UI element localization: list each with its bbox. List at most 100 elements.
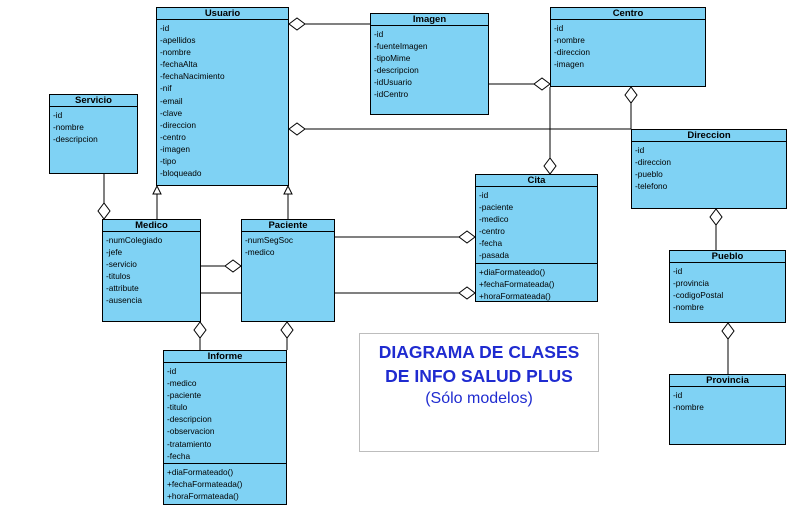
aggregation-diamond-centro-direccion bbox=[624, 86, 638, 104]
attribute-row: -id bbox=[554, 23, 564, 33]
class-medico[interactable]: Medico-numColegiado-jefe-servicio-titulo… bbox=[102, 219, 201, 322]
generalization-arrow-medico bbox=[152, 184, 162, 195]
aggregation-diamond-direccion-pueblo bbox=[709, 208, 723, 226]
attribute-row: -id bbox=[374, 29, 384, 39]
attributes-section: -id -nombre bbox=[670, 387, 785, 414]
attributes-section: -id-nombre-direccion-imagen bbox=[551, 20, 705, 71]
attribute-row: -direccion bbox=[635, 157, 671, 168]
class-name: Servicio bbox=[50, 95, 137, 107]
attribute-row: -codigoPostal bbox=[673, 290, 724, 301]
attribute-row: -descripcion bbox=[53, 134, 98, 145]
attribute-row: -clave bbox=[160, 107, 183, 118]
attribute-row: -medico bbox=[245, 247, 275, 258]
attributes-section: -id-fuenteImagen-tipoMime-descripcion-id… bbox=[371, 26, 488, 102]
class-imagen[interactable]: Imagen-id-fuenteImagen-tipoMime-descripc… bbox=[370, 13, 489, 115]
class-name: Centro bbox=[551, 8, 705, 20]
generalization-arrow-paciente bbox=[283, 184, 293, 195]
attribute-row: -nombre bbox=[160, 47, 191, 58]
attribute-row: -descripcion bbox=[374, 65, 419, 76]
attribute-row: -numSegSoc bbox=[245, 235, 293, 245]
class-name: Paciente bbox=[242, 220, 334, 232]
aggregation-diamond-cita-centro bbox=[543, 157, 557, 175]
attribute-row: -id bbox=[673, 390, 683, 400]
attribute-row: -id bbox=[167, 366, 177, 376]
aggregation-diamond-paciente-medico bbox=[224, 259, 242, 273]
attribute-row: -jefe bbox=[106, 247, 123, 258]
attribute-row: -medico bbox=[167, 378, 197, 389]
attribute-row: -tipoMime bbox=[374, 53, 411, 64]
aggregation-diamond-medico-informe bbox=[193, 321, 207, 339]
class-servicio[interactable]: Servicio -id -nombre-descripcion bbox=[49, 94, 138, 174]
attribute-row: -medico bbox=[479, 214, 509, 225]
attribute-row: -servicio bbox=[106, 259, 137, 270]
class-name: Medico bbox=[103, 220, 200, 232]
class-centro[interactable]: Centro-id-nombre-direccion-imagen bbox=[550, 7, 706, 87]
attribute-row: -pasada bbox=[479, 250, 509, 261]
class-paciente[interactable]: Paciente -numSegSoc -medico bbox=[241, 219, 335, 322]
attribute-row: -paciente bbox=[167, 390, 202, 401]
attribute-row: -tipo bbox=[160, 156, 177, 167]
attribute-row: -provincia bbox=[673, 278, 709, 289]
attribute-row: -direccion bbox=[160, 119, 196, 130]
attribute-row: -bloqueado bbox=[160, 168, 202, 179]
attribute-row: -nombre bbox=[673, 302, 704, 313]
attribute-row: -centro bbox=[160, 131, 186, 142]
operation-row: +diaFormateado() bbox=[479, 266, 546, 277]
aggregation-diamond-pueblo-provincia bbox=[721, 322, 735, 340]
operation-row: +fechaFormateada() bbox=[479, 278, 555, 289]
attributes-section: -id -paciente-medico-centro-fecha-pasada bbox=[476, 187, 597, 263]
aggregation-diamond-cita-paciente bbox=[458, 230, 476, 244]
aggregation-diamond-usuario-direccion bbox=[288, 122, 306, 136]
class-name: Informe bbox=[164, 351, 286, 363]
attribute-row: -nombre bbox=[53, 122, 84, 133]
attribute-row: -nif bbox=[160, 83, 172, 94]
diagram-title-box: DIAGRAMA DE CLASES DE INFO SALUD PLUS (S… bbox=[359, 333, 599, 452]
attribute-row: -nombre bbox=[673, 402, 704, 413]
operations-section: +diaFormateado()+fechaFormateada()+horaF… bbox=[164, 462, 286, 503]
attribute-row: -id bbox=[160, 23, 170, 33]
attribute-row: -fecha bbox=[479, 238, 503, 249]
attributes-section: -id-direccion-pueblo-telefono bbox=[632, 142, 786, 193]
class-name: Provincia bbox=[670, 375, 785, 387]
attribute-row: -numColegiado bbox=[106, 235, 163, 245]
class-cita[interactable]: Cita -id -paciente-medico-centro-fecha-pas… bbox=[475, 174, 598, 302]
attribute-row: -fecha bbox=[167, 450, 191, 461]
attribute-row: -email bbox=[160, 95, 183, 106]
attribute-row: -id bbox=[479, 190, 489, 200]
attribute-row: -imagen bbox=[554, 59, 584, 70]
attribute-row: -observacion bbox=[167, 426, 215, 437]
attributes-section: -numSegSoc -medico bbox=[242, 232, 334, 259]
attributes-section: -id-apellidos-nombre-fechaAlta-fechaNaci… bbox=[157, 20, 288, 180]
class-name: Imagen bbox=[371, 14, 488, 26]
attribute-row: -ausencia bbox=[106, 295, 142, 306]
attributes-section: -numColegiado-jefe-servicio-titulos-attr… bbox=[103, 232, 200, 308]
attribute-row: -descripcion bbox=[167, 414, 212, 425]
class-informe[interactable]: Informe-id-medico-paciente-titulo-descri… bbox=[163, 350, 287, 505]
attribute-row: -id bbox=[673, 266, 683, 276]
attribute-row: -id bbox=[635, 145, 645, 155]
attribute-row: -imagen bbox=[160, 143, 190, 154]
class-name: Cita bbox=[476, 175, 597, 187]
attribute-row: -fechaNacimiento bbox=[160, 71, 225, 82]
attribute-row: -centro bbox=[479, 226, 505, 237]
class-name: Direccion bbox=[632, 130, 786, 142]
operations-section: +diaFormateado()+fechaFormateada()+horaF… bbox=[476, 262, 597, 303]
class-pueblo[interactable]: Pueblo -id -provincia-codigoPostal-nombre bbox=[669, 250, 786, 323]
operation-row: +horaFormateada() bbox=[167, 490, 239, 501]
aggregation-diamond-paciente-informe bbox=[280, 321, 294, 339]
class-direccion[interactable]: Direccion-id-direccion-pueblo-telefono bbox=[631, 129, 787, 209]
title-line-2: DE INFO SALUD PLUS bbox=[385, 366, 573, 386]
class-name: Pueblo bbox=[670, 251, 785, 263]
attribute-row: -nombre bbox=[554, 35, 585, 46]
attribute-row: -id bbox=[53, 110, 63, 120]
attribute-row: -pueblo bbox=[635, 169, 663, 180]
aggregation-diamond-medico-servicio bbox=[97, 202, 111, 220]
class-usuario[interactable]: Usuario-id-apellidos-nombre-fechaAlta-fe… bbox=[156, 7, 289, 186]
class-provincia[interactable]: Provincia -id -nombre bbox=[669, 374, 786, 445]
class-name: Usuario bbox=[157, 8, 288, 20]
attributes-section: -id -nombre-descripcion bbox=[50, 107, 137, 146]
attribute-row: -paciente bbox=[479, 202, 514, 213]
attribute-row: -attribute bbox=[106, 283, 139, 294]
